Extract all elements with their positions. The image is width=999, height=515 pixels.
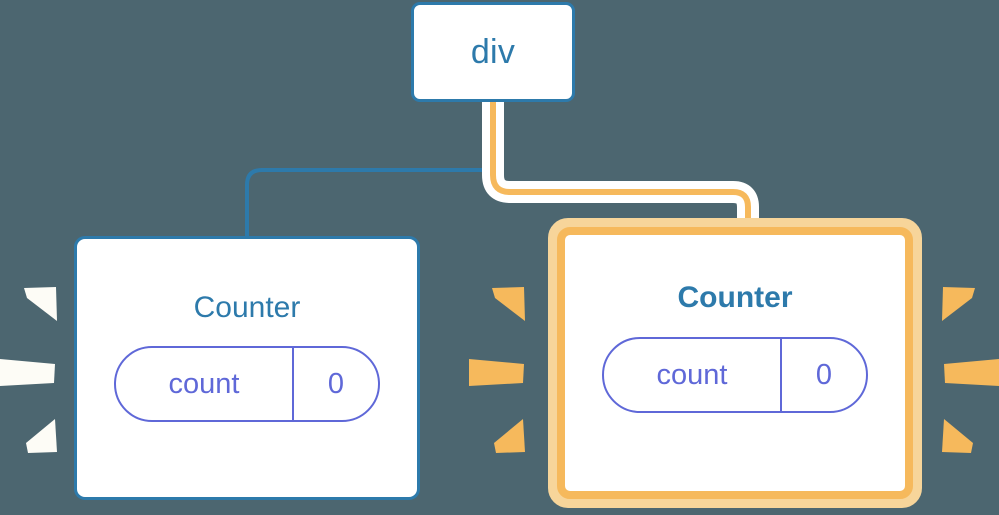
burst-right-of-counter-right [942,287,999,453]
node-div[interactable]: div [411,2,575,102]
state-pill-counter-left: count 0 [114,346,380,422]
burst-ray-orange-right-lower [942,419,973,453]
node-counter-left[interactable]: Counter count 0 [74,236,420,500]
burst-ray-orange-left-middle [469,359,524,386]
state-pill-value: 0 [815,358,833,391]
state-pill-value: 0 [327,367,345,400]
burst-left-of-counter-left [0,287,57,453]
node-counter-left-title: Counter [193,291,301,324]
burst-ray-orange-right-upper [942,287,975,321]
burst-ray-white-lower [26,419,57,453]
connector-div-to-counter-left [245,102,495,236]
burst-ray-orange-left-upper [492,287,525,321]
burst-ray-white-upper [24,287,57,321]
state-pill-counter-right: count 0 [602,337,868,413]
node-counter-right-inner: Counter count 0 [557,227,913,499]
state-pill-key: count [604,339,782,411]
burst-ray-white-middle [0,359,55,386]
node-counter-right[interactable]: Counter count 0 [548,218,922,508]
node-div-label: div [470,33,516,71]
burst-left-of-counter-right [469,287,525,453]
state-pill-key: count [116,348,294,420]
burst-ray-orange-left-lower [494,419,525,453]
node-counter-right-title: Counter [677,281,793,314]
burst-ray-orange-right-middle [944,359,999,386]
